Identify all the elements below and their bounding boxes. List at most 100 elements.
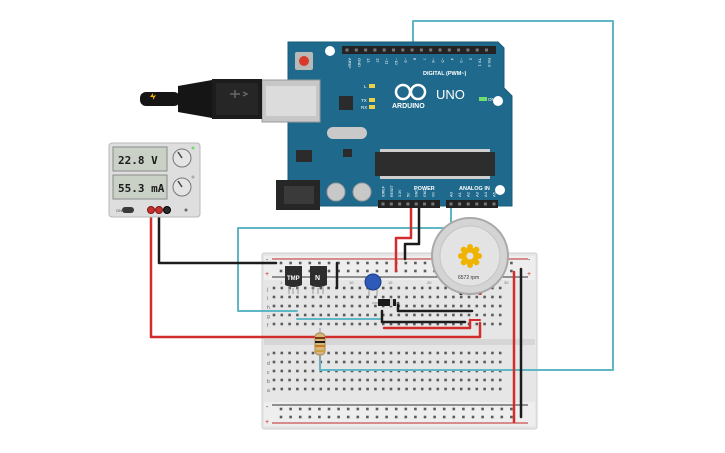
breadboard-hole[interactable]	[288, 304, 291, 308]
breadboard-hole[interactable]	[420, 295, 424, 299]
rail-hole[interactable]	[510, 415, 513, 419]
breadboard-hole[interactable]	[405, 313, 408, 317]
breadboard-hole[interactable]	[420, 378, 424, 382]
breadboard-hole[interactable]	[296, 295, 299, 299]
breadboard-hole[interactable]	[467, 387, 471, 391]
rail-hole[interactable]	[308, 269, 312, 273]
rail-hole[interactable]	[433, 415, 436, 419]
breadboard-hole[interactable]	[296, 313, 299, 317]
ground-terminal[interactable]	[184, 208, 188, 212]
power-pin[interactable]	[381, 202, 385, 206]
power-pin[interactable]	[406, 202, 410, 206]
breadboard-hole[interactable]	[405, 295, 408, 299]
digital-pin[interactable]	[429, 48, 433, 52]
breadboard-hole[interactable]	[459, 360, 463, 364]
breadboard-hole[interactable]	[413, 351, 416, 355]
breadboard-hole[interactable]	[444, 286, 447, 290]
breadboard-hole[interactable]	[319, 387, 323, 391]
breadboard-hole[interactable]	[327, 322, 330, 326]
npn-transistor[interactable]: N	[310, 266, 327, 294]
breadboard-hole[interactable]	[498, 304, 502, 308]
breadboard-hole[interactable]	[413, 313, 416, 317]
rail-hole[interactable]	[327, 269, 331, 273]
breadboard-hole[interactable]	[303, 369, 307, 373]
rail-hole[interactable]	[337, 269, 340, 273]
rail-hole[interactable]	[337, 261, 340, 265]
breadboard-hole[interactable]	[272, 295, 276, 299]
breadboard-hole[interactable]	[475, 313, 479, 317]
rail-hole[interactable]	[327, 261, 331, 265]
analog-pin[interactable]	[492, 202, 496, 206]
negative-terminal[interactable]	[163, 206, 171, 214]
breadboard-hole[interactable]	[280, 387, 284, 391]
breadboard-hole[interactable]	[459, 387, 463, 391]
analog-pin[interactable]	[449, 202, 453, 206]
breadboard-hole[interactable]	[459, 378, 463, 382]
breadboard-hole[interactable]	[296, 322, 299, 326]
breadboard-hole[interactable]	[358, 313, 362, 317]
breadboard-hole[interactable]	[319, 322, 323, 326]
rail-hole[interactable]	[500, 415, 504, 419]
breadboard-hole[interactable]	[397, 313, 401, 317]
breadboard-hole[interactable]	[389, 378, 393, 382]
rail-hole[interactable]	[308, 407, 312, 411]
breadboard-hole[interactable]	[475, 351, 479, 355]
breadboard-hole[interactable]	[444, 387, 447, 391]
breadboard-hole[interactable]	[381, 351, 385, 355]
breadboard-hole[interactable]	[436, 351, 440, 355]
wire-red-jumper-1[interactable]	[382, 318, 472, 330]
breadboard-hole[interactable]	[475, 322, 479, 326]
breadboard-hole[interactable]	[444, 295, 447, 299]
rail-hole[interactable]	[366, 261, 369, 265]
breadboard-hole[interactable]	[428, 313, 432, 317]
breadboard-hole[interactable]	[288, 295, 291, 299]
breadboard-hole[interactable]	[452, 322, 455, 326]
breadboard-hole[interactable]	[296, 369, 299, 373]
breadboard-hole[interactable]	[444, 322, 447, 326]
breadboard-hole[interactable]	[350, 322, 354, 326]
breadboard-hole[interactable]	[452, 378, 455, 382]
breadboard-hole[interactable]	[342, 313, 346, 317]
breadboard-hole[interactable]	[272, 387, 276, 391]
breadboard-hole[interactable]	[405, 351, 408, 355]
breadboard-hole[interactable]	[413, 304, 416, 308]
breadboard-hole[interactable]	[272, 351, 276, 355]
breadboard-hole[interactable]	[335, 351, 338, 355]
rail-hole[interactable]	[423, 407, 427, 411]
wire-cyan-analog[interactable]	[237, 207, 452, 312]
breadboard-hole[interactable]	[397, 322, 401, 326]
breadboard-hole[interactable]	[483, 313, 486, 317]
rail-hole[interactable]	[471, 415, 475, 419]
breadboard-hole[interactable]	[374, 378, 377, 382]
diode[interactable]	[372, 299, 400, 306]
breadboard-hole[interactable]	[436, 322, 440, 326]
breadboard-hole[interactable]	[280, 360, 284, 364]
wire-black-jumper-2[interactable]	[396, 301, 474, 313]
breadboard-hole[interactable]	[350, 360, 354, 364]
breadboard-hole[interactable]	[483, 322, 486, 326]
breadboard-hole[interactable]	[327, 313, 330, 317]
breadboard-hole[interactable]	[280, 304, 284, 308]
rail-hole[interactable]	[490, 415, 494, 419]
breadboard-hole[interactable]	[444, 313, 447, 317]
breadboard-hole[interactable]	[420, 387, 424, 391]
breadboard-hole[interactable]	[498, 378, 502, 382]
breadboard-hole[interactable]	[491, 304, 494, 308]
breadboard-hole[interactable]	[498, 387, 502, 391]
breadboard-hole[interactable]	[272, 378, 276, 382]
breadboard-hole[interactable]	[475, 387, 479, 391]
breadboard-hole[interactable]	[467, 351, 471, 355]
positive-terminal-2[interactable]	[155, 206, 163, 214]
breadboard-hole[interactable]	[420, 360, 424, 364]
breadboard-hole[interactable]	[366, 304, 369, 308]
breadboard-hole[interactable]	[405, 322, 408, 326]
digital-pin[interactable]	[373, 48, 377, 52]
digital-pin[interactable]	[485, 48, 488, 52]
breadboard-hole[interactable]	[350, 387, 354, 391]
breadboard-hole[interactable]	[397, 387, 401, 391]
breadboard-hole[interactable]	[397, 351, 401, 355]
breadboard-hole[interactable]	[335, 322, 338, 326]
breadboard-hole[interactable]	[303, 387, 307, 391]
breadboard-hole[interactable]	[358, 387, 362, 391]
rail-hole[interactable]	[500, 407, 504, 411]
